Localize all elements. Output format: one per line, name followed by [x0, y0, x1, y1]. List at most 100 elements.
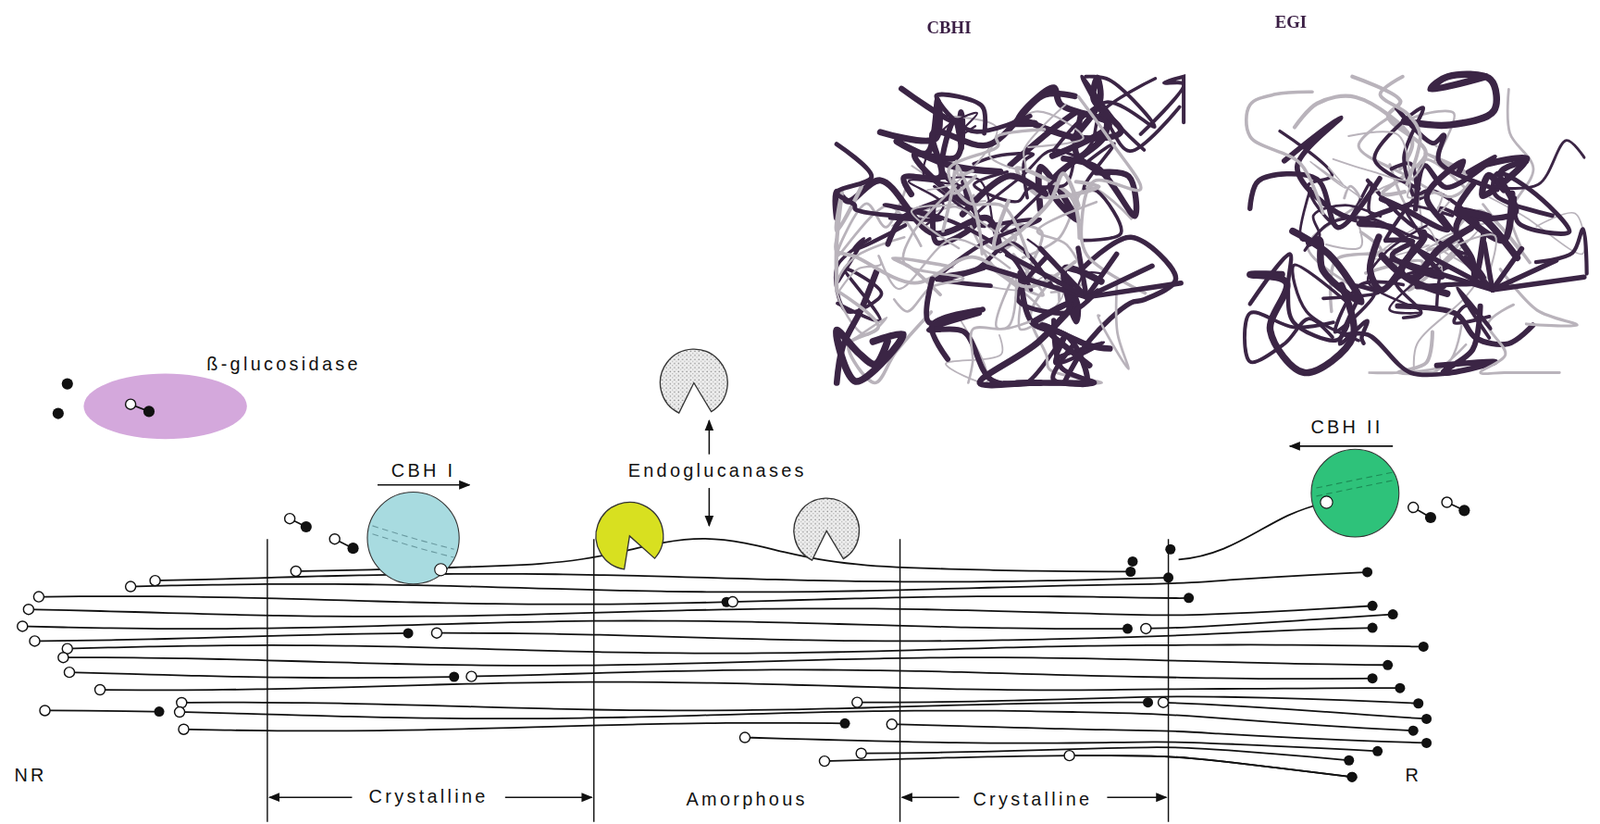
cellulose-chain	[22, 620, 1128, 629]
cellulose-chain	[38, 595, 727, 605]
reducing-end	[1142, 696, 1154, 707]
non-reducing-end	[174, 706, 186, 718]
region-label: Crystalline	[365, 786, 492, 808]
protein-ribbon	[1310, 161, 1362, 198]
non-reducing-end	[818, 756, 830, 767]
direction-arrow	[377, 483, 470, 486]
non-reducing-end	[727, 596, 738, 608]
cellulose-chain	[62, 657, 1388, 666]
region-label: Crystalline	[969, 788, 1096, 810]
reducing-end	[1125, 566, 1136, 577]
endoglucanase	[793, 497, 860, 560]
non-reducing-end	[23, 604, 34, 615]
beta-strand	[1078, 248, 1087, 298]
protein-ribbon	[926, 278, 983, 359]
cellulose-chain	[67, 644, 1424, 653]
reducing-end	[1421, 737, 1432, 748]
cellulose-chain	[183, 722, 845, 732]
protein-ribbon	[956, 165, 982, 255]
protein-ribbon	[1492, 173, 1570, 234]
beta-glucosidase	[83, 373, 247, 440]
protein-ribbon	[1379, 76, 1420, 186]
cbh-ii-enzyme	[1311, 448, 1400, 537]
reducing-end	[1183, 592, 1194, 603]
enzyme-name: ß-glucosidase	[203, 353, 364, 375]
cellobiose	[125, 398, 155, 417]
reducing-end	[448, 671, 459, 683]
reducing-end	[840, 718, 851, 729]
protein-ribbon	[936, 94, 1030, 134]
reducing-end	[1347, 771, 1358, 782]
protein-ribbon	[1292, 231, 1362, 303]
region-divider	[266, 538, 268, 821]
beta-strand	[1447, 243, 1492, 290]
cellulose-chain	[155, 573, 1169, 583]
protein-ribbon	[1333, 157, 1427, 181]
region-arrow	[269, 795, 352, 798]
non-reducing-end	[1158, 696, 1169, 707]
glucose-unit	[347, 542, 359, 554]
protein-ribbon	[1244, 311, 1334, 362]
non-reducing-end	[431, 627, 442, 638]
non-reducing-end	[1064, 750, 1075, 761]
region-label: Amorphous	[682, 788, 811, 810]
glucose-unit	[125, 398, 137, 410]
cellulose-chain	[99, 682, 1401, 691]
non-reducing-end	[125, 581, 137, 592]
beta-strand	[1484, 242, 1493, 290]
endoglucanase	[595, 502, 664, 570]
non-reducing-end	[17, 620, 28, 632]
protein-ribbon	[903, 93, 1075, 195]
reducing-end	[1367, 672, 1378, 683]
reducing-end	[1408, 725, 1419, 736]
reducing-end	[1362, 566, 1373, 577]
reducing-end	[1394, 682, 1405, 694]
protein-ribbon	[836, 186, 921, 257]
glucose	[52, 408, 64, 420]
region-divider	[593, 538, 595, 821]
beta-strand	[1492, 276, 1585, 290]
release-arrow	[708, 420, 711, 454]
cellobiose	[285, 513, 312, 533]
non-reducing-end	[852, 696, 863, 707]
reducing-end	[1127, 556, 1138, 567]
cbhi-structure	[835, 76, 1184, 385]
protein-ribbon	[1453, 287, 1491, 337]
chain-end-label: NR	[11, 765, 50, 787]
protein-ribbon	[1323, 281, 1403, 333]
cellulose-chain	[181, 702, 1148, 711]
reducing-end	[1367, 622, 1378, 633]
glucose-unit	[1425, 511, 1437, 523]
glucose-unit	[1458, 504, 1470, 516]
cellulose-chain	[179, 710, 1414, 732]
region-arrow	[1106, 795, 1166, 798]
non-reducing-end	[466, 670, 477, 682]
reducing-end	[154, 706, 165, 717]
reducing-end	[1347, 771, 1358, 782]
protein-ribbon	[1408, 111, 1454, 161]
chain-end	[1320, 496, 1333, 509]
non-reducing-end	[58, 652, 69, 663]
glucose-unit	[329, 533, 340, 545]
glucose-unit	[285, 513, 296, 524]
protein-ribbon	[1381, 161, 1464, 230]
structure-title: CBHI	[923, 17, 975, 38]
non-reducing-end	[739, 731, 750, 743]
cellulose-chain	[45, 709, 161, 711]
enzyme-name: Endoglucanases	[624, 459, 810, 482]
protein-ribbon	[1028, 239, 1103, 312]
protein-ribbon	[1365, 210, 1530, 291]
cellulose-chain	[1145, 614, 1393, 629]
enzyme-name: CBH II	[1307, 417, 1387, 439]
beta-strand	[1086, 283, 1181, 298]
cellulose-chain	[471, 669, 1373, 679]
non-reducing-end	[855, 747, 867, 758]
egi-structure	[1244, 74, 1588, 375]
reducing-end	[403, 627, 414, 638]
reducing-end	[1343, 755, 1354, 766]
reducing-end	[1165, 544, 1176, 555]
glucose	[62, 378, 74, 390]
cellulose-chain	[1069, 755, 1352, 777]
structure-title: EGI	[1271, 12, 1310, 33]
